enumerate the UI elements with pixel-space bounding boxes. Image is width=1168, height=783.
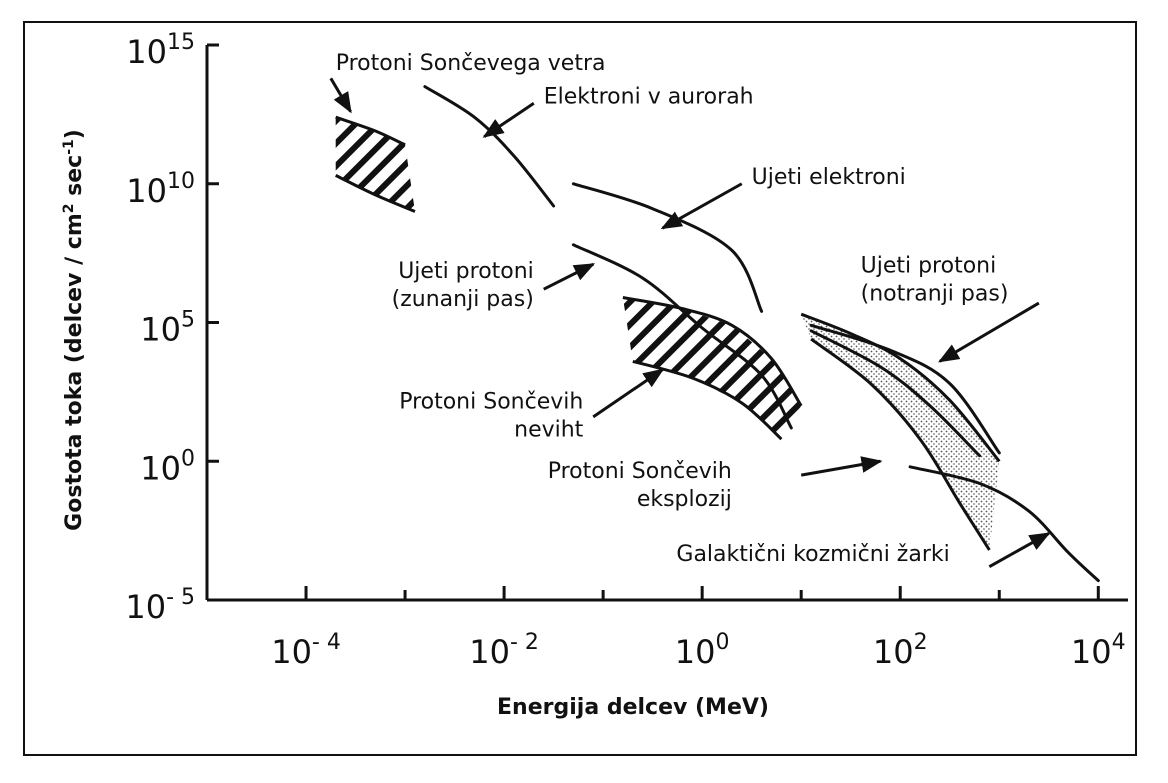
y-tick-exponent: 5 bbox=[181, 308, 195, 333]
annotation-label: Ujeti protoni bbox=[398, 259, 534, 284]
y-tick-base: 10 bbox=[125, 588, 166, 626]
y-axis-title-part: ) bbox=[62, 129, 87, 139]
y-tick-label: 10- 5 bbox=[125, 585, 195, 626]
x-tick-label: 102 bbox=[873, 630, 928, 671]
region-upper-edge bbox=[335, 115, 406, 147]
axes bbox=[205, 43, 1128, 602]
y-tick-base: 10 bbox=[140, 449, 181, 487]
x-tick-exponent: - 2 bbox=[510, 630, 539, 655]
x-tick-base: 10 bbox=[675, 633, 716, 671]
series-curve bbox=[809, 329, 981, 458]
chart-frame bbox=[23, 21, 1137, 756]
y-axis-title-sup: -1 bbox=[61, 139, 77, 155]
annotation-arrow bbox=[938, 301, 1040, 363]
x-tick-base: 10 bbox=[1071, 633, 1112, 671]
region-upper-edge bbox=[622, 296, 803, 407]
y-tick-base: 10 bbox=[140, 311, 181, 349]
y-axis-title-part: sec bbox=[62, 155, 87, 204]
x-axis-title: Energija delcev (MeV) bbox=[497, 695, 769, 720]
y-axis-title: Gostota toka (delcev / cm2 sec-1) bbox=[61, 129, 87, 531]
annotation-arrow bbox=[329, 77, 352, 114]
series-curve bbox=[571, 182, 764, 313]
x-tick-label: 104 bbox=[1071, 630, 1126, 671]
x-tick-base: 10 bbox=[271, 633, 312, 671]
x-tick-label: 10- 2 bbox=[469, 630, 539, 671]
x-tick-label: 100 bbox=[675, 630, 730, 671]
region-upper-edge bbox=[800, 312, 1001, 463]
annotation-label: eksplozij bbox=[637, 487, 732, 512]
annotation-arrow bbox=[592, 368, 665, 419]
y-tick-base: 10 bbox=[126, 172, 167, 210]
annotation-label: Ujeti protoni bbox=[861, 254, 997, 279]
annotation-label: Ujeti elektroni bbox=[752, 165, 906, 190]
x-tick-exponent: - 4 bbox=[312, 630, 341, 655]
y-tick-base: 10 bbox=[126, 33, 167, 71]
region-hatch bbox=[622, 297, 802, 440]
region-lower-edge bbox=[335, 174, 416, 213]
series-curve bbox=[908, 465, 1100, 583]
y-tick-exponent: - 5 bbox=[166, 585, 195, 610]
region-lower-edge bbox=[632, 359, 783, 441]
y-tick-label: 100 bbox=[140, 446, 195, 487]
series-curve bbox=[809, 323, 1001, 455]
y-tick-exponent: 15 bbox=[167, 30, 195, 55]
y-tick-exponent: 0 bbox=[181, 446, 195, 471]
annotation-label: Protoni Sončevega vetra bbox=[336, 51, 606, 76]
region-lower-edge bbox=[810, 337, 991, 551]
x-tick-exponent: 4 bbox=[1112, 630, 1126, 655]
y-tick-label: 105 bbox=[140, 308, 195, 349]
annotation-label: Elektroni v aurorah bbox=[544, 84, 754, 109]
x-tick-base: 10 bbox=[873, 633, 914, 671]
y-tick-label: 1015 bbox=[126, 30, 195, 71]
annotation-label: Protoni Sončevih bbox=[399, 390, 583, 415]
curves bbox=[423, 85, 1100, 583]
y-axis-title-part: Gostota toka (delcev / cm bbox=[62, 213, 87, 531]
annotation-label: (zunanji pas) bbox=[392, 287, 534, 312]
x-tick-label: 10- 4 bbox=[271, 630, 341, 671]
y-tick-exponent: 10 bbox=[167, 169, 195, 194]
annotation-arrow bbox=[543, 262, 596, 291]
y-tick-label: 1010 bbox=[126, 169, 195, 210]
x-tick-exponent: 2 bbox=[914, 630, 928, 655]
y-axis-title-sup: 2 bbox=[61, 204, 77, 214]
annotation-arrow bbox=[482, 102, 535, 138]
annotation-arrow bbox=[988, 532, 1051, 569]
series-curve bbox=[571, 243, 793, 430]
annotation-label: Galaktični kozmični žarki bbox=[676, 542, 949, 567]
annotation-label: (notranji pas) bbox=[861, 282, 1009, 307]
annotation-arrow bbox=[800, 456, 883, 477]
x-tick-base: 10 bbox=[469, 633, 510, 671]
annotation-label: Protoni Sončevih bbox=[548, 459, 732, 484]
x-tick-exponent: 0 bbox=[716, 630, 730, 655]
annotation-label: neviht bbox=[514, 418, 584, 443]
annotation-arrow bbox=[660, 182, 743, 230]
regions bbox=[335, 115, 1001, 551]
region-dots bbox=[801, 314, 1000, 550]
